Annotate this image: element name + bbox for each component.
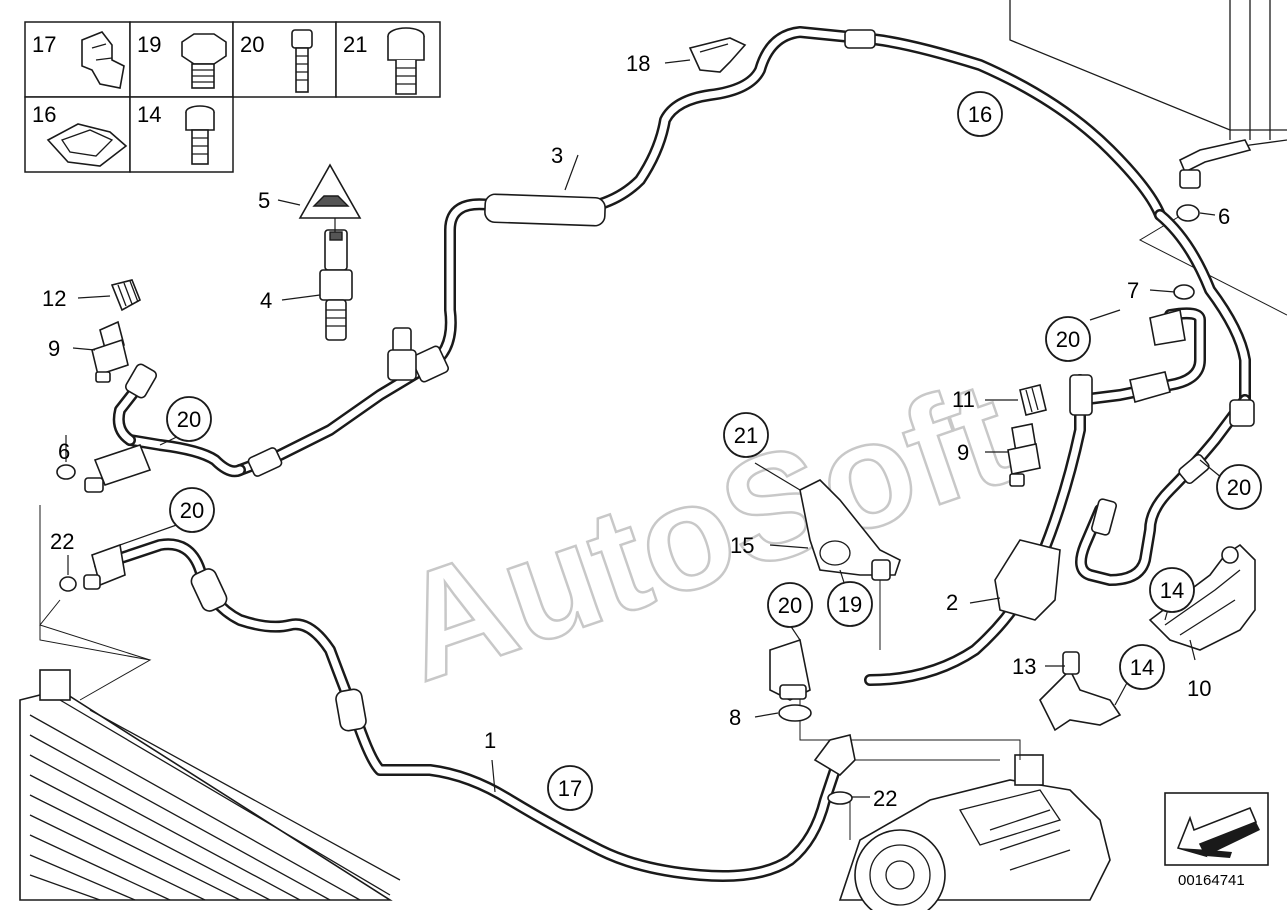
callout-11: 11 (952, 387, 975, 412)
bracket-18 (688, 37, 747, 73)
callout-2: 2 (946, 590, 958, 615)
legend-num: 19 (137, 32, 161, 57)
direction-arrow-icon (1164, 792, 1269, 866)
ref-circle-16-label: 16 (968, 102, 992, 127)
ref-circle-19 (827, 581, 873, 627)
clip-icon (81, 31, 125, 89)
ref-circle-20 (169, 487, 215, 533)
compressor (838, 754, 1111, 910)
pressure-sensor (387, 327, 417, 381)
ref-circle-20-label: 20 (1227, 475, 1251, 500)
legend-num: 20 (240, 32, 264, 57)
ref-circle-20-label: 20 (180, 498, 204, 523)
callouts: 1 2 3 4 5 6 6 7 8 9 9 10 11 12 13 15 18 … (42, 51, 1230, 811)
valve-core-9-right (1007, 423, 1041, 487)
clip-15 (799, 479, 901, 581)
callout-3: 3 (551, 143, 563, 168)
callout-22: 22 (50, 529, 74, 554)
ref-circle-20-label: 20 (778, 593, 802, 618)
ref-circle-20-label: 20 (177, 407, 201, 432)
ref-circle-21-label: 21 (734, 423, 758, 448)
circled-refs: 16 20 20 20 20 20 21 19 14 14 17 (166, 91, 1262, 811)
valve-cap-11-right (1019, 384, 1047, 416)
reference-lines (39, 209, 1287, 840)
body-structure (1009, 0, 1287, 161)
hose-3 (424, 26, 1166, 371)
document-id: 00164741 (1178, 872, 1245, 889)
callout-12: 12 (42, 286, 66, 311)
watermark: AutoSoft (378, 348, 1031, 713)
hose-2 (864, 307, 1206, 686)
ref-circle-20 (166, 396, 212, 442)
legend-cell-20 (232, 21, 337, 98)
callout-22: 22 (873, 786, 897, 811)
callout-9: 9 (957, 440, 969, 465)
legend-cell-14 (129, 96, 234, 173)
callout-6: 6 (58, 439, 70, 464)
bracket-10 (1148, 543, 1256, 651)
callout-5: 5 (258, 188, 270, 213)
hose-1 (94, 538, 856, 882)
ref-circle-14 (1149, 567, 1195, 613)
warning-sticker-5 (298, 163, 362, 219)
ref-circle-21 (723, 412, 769, 458)
legend-num: 17 (32, 32, 56, 57)
callout-1: 1 (484, 728, 496, 753)
fitting-8 (769, 638, 811, 701)
small-socket-screw-icon (291, 29, 313, 93)
legend-num: 21 (343, 32, 367, 57)
valve-core-9-left (91, 320, 129, 383)
callout-4: 4 (260, 288, 272, 313)
ref-circle-19-label: 19 (838, 592, 862, 617)
callout-10: 10 (1187, 676, 1211, 701)
hex-bolt-icon (181, 33, 227, 89)
pressure-switch-4 (319, 229, 353, 341)
ref-circle-17-label: 17 (558, 776, 582, 801)
callout-6: 6 (1218, 204, 1230, 229)
legend-num: 14 (137, 102, 161, 127)
socket-head-screw-icon (387, 27, 425, 95)
socket-bolt-icon (185, 105, 215, 165)
bracket-clip-icon (46, 123, 128, 167)
callout-9: 9 (48, 336, 60, 361)
bracket-13 (1039, 651, 1122, 732)
legend-num: 16 (32, 102, 56, 127)
callout-7: 7 (1127, 278, 1139, 303)
callout-18: 18 (626, 51, 650, 76)
ref-circle-14 (1119, 644, 1165, 690)
ref-circle-20 (767, 582, 813, 628)
ref-circle-14-label: 14 (1130, 655, 1154, 680)
ref-circle-20 (1216, 464, 1262, 510)
condenser (19, 669, 401, 901)
ref-circle-17 (547, 765, 593, 811)
callout-8: 8 (729, 705, 741, 730)
pressure-line-left (83, 345, 449, 590)
valve-cap-12-left (110, 279, 142, 312)
ref-circle-14-label: 14 (1160, 578, 1184, 603)
ref-circle-16 (957, 91, 1003, 137)
ref-circle-20-label: 20 (1056, 327, 1080, 352)
ref-circle-20 (1045, 316, 1091, 362)
seal-rings (56, 204, 1200, 805)
hose-upper-right (1154, 139, 1252, 406)
callout-13: 13 (1012, 654, 1036, 679)
parts-legend: 17 19 20 21 16 14 (24, 21, 441, 173)
callout-15: 15 (730, 533, 754, 558)
